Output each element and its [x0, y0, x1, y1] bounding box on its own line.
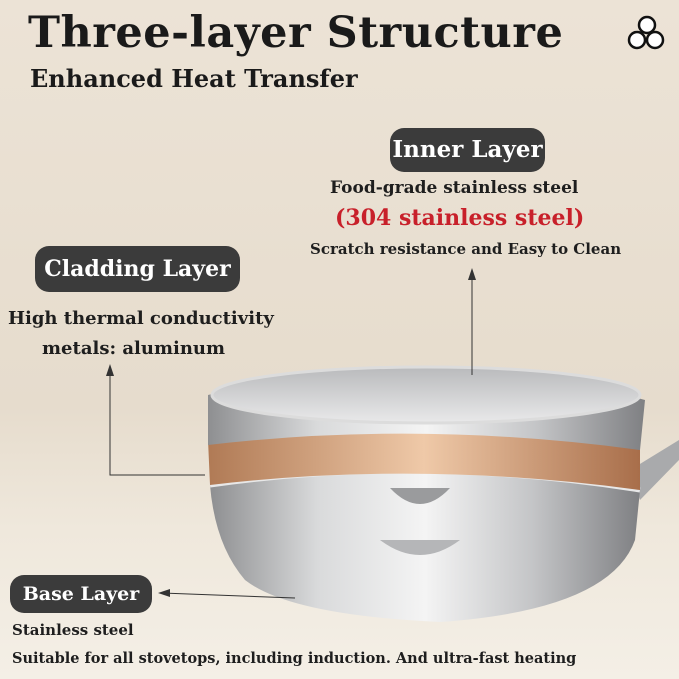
cladding-layer-badge: Cladding Layer — [35, 246, 240, 292]
page-subtitle: Enhanced Heat Transfer — [30, 64, 358, 93]
cladding-line2: metals: aluminum — [42, 338, 226, 359]
inner-layer-badge: Inner Layer — [390, 128, 545, 172]
cladding-arrow — [109, 368, 205, 476]
base-arrow — [161, 592, 296, 599]
page-title: Three-layer Structure — [28, 8, 564, 58]
cladding-layer-shape — [208, 426, 640, 490]
base-line1: Stainless steel — [12, 621, 134, 639]
inner-line1: Food-grade stainless steel — [330, 178, 579, 198]
inner-line3: Scratch resistance and Easy to Clean — [310, 240, 622, 258]
base-line2: Suitable for all stovetops, including in… — [12, 650, 577, 667]
cladding-line1: High thermal conductivity — [8, 308, 274, 329]
pan-handle — [630, 440, 679, 500]
rolls-icon — [627, 15, 665, 50]
inner-line2: (304 stainless steel) — [335, 205, 585, 231]
base-layer-badge: Base Layer — [10, 575, 152, 613]
